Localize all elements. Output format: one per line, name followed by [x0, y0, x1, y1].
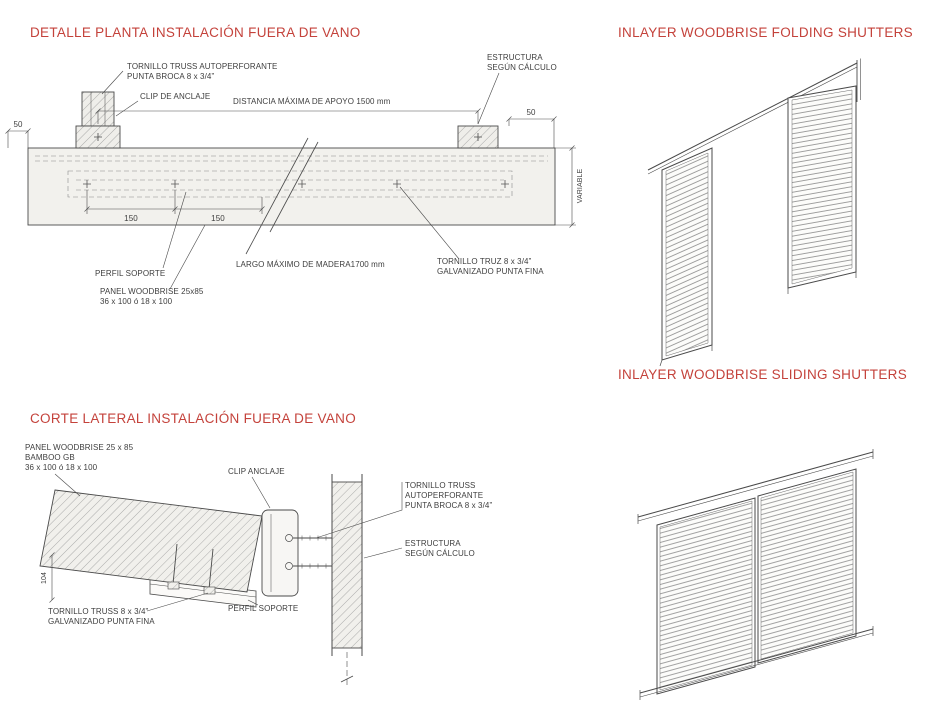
- plan-detail-drawing: TORNILLO TRUSS AUTOPERFORANTE PUNTA BROC…: [5, 53, 584, 306]
- dimension-104: [49, 552, 55, 603]
- top-rail: [647, 58, 861, 175]
- lateral-section-drawing: PANEL WOODBRISE 25 x 85 BAMBOO GB 36 x 1…: [25, 443, 492, 688]
- dim-150-b: 150: [211, 214, 225, 223]
- dim-variable: VARIABLE: [577, 169, 584, 204]
- panel-foot-marks: [659, 272, 857, 367]
- label-truss-line1: TORNILLO TRUSS: [405, 481, 475, 490]
- support-bracket-right: [457, 125, 499, 149]
- sliding-panel-left: [656, 497, 756, 695]
- dim-50-right: 50: [526, 108, 536, 117]
- label-estructura-line2: SEGÚN CÁLCULO: [405, 549, 475, 558]
- label-truz-line1: TORNILLO TRUZ 8 x 3/4”: [437, 257, 532, 266]
- break-line: [245, 137, 319, 255]
- label-panel-line2: 36 x 100 ó 18 x 100: [100, 297, 173, 306]
- label-estructura-line2: SEGÚN CÁLCULO: [487, 63, 557, 72]
- label-truss-line3: PUNTA BROCA 8 x 3/4”: [405, 501, 492, 510]
- plan-detail-title: DETALLE PLANTA INSTALACIÓN FUERA DE VANO: [30, 25, 361, 40]
- folding-title: INLAYER WOODBRISE FOLDING SHUTTERS: [618, 25, 913, 40]
- folding-panel-right: [787, 85, 857, 289]
- sliding-panel-right: [757, 468, 857, 664]
- label-galvanizado-line1: TORNILLO TRUSS 8 x 3/4”: [48, 607, 148, 616]
- clip-anclaje-profile: [261, 509, 299, 597]
- label-perfil-soporte: PERFIL SOPORTE: [95, 269, 165, 278]
- dimension-lines: [5, 108, 576, 228]
- label-tornillo-truss-line2: PUNTA BROCA 8 x 3/4”: [127, 72, 214, 81]
- label-truss-line2: AUTOPERFORANTE: [405, 491, 483, 500]
- dim-50-left: 50: [13, 120, 23, 129]
- screw-marks: [83, 180, 509, 188]
- sliding-shutters-drawing: [637, 449, 874, 700]
- folding-shutters-drawing: [647, 58, 861, 367]
- dim-104-text: 104: [41, 572, 48, 584]
- leader-lines: [54, 473, 403, 612]
- label-galvanizado-line2: GALVANIZADO PUNTA FINA: [48, 617, 155, 626]
- truss-screws-to-structure: [293, 535, 336, 569]
- label-truz-line2: GALVANIZADO PUNTA FINA: [437, 267, 544, 276]
- label-clip-anclaje: CLIP ANCLAJE: [228, 467, 285, 476]
- label-panel-line1: PANEL WOODBRISE 25 x 85: [25, 443, 134, 452]
- folding-panel-left: [661, 147, 713, 361]
- bottom-rail: [639, 626, 874, 700]
- label-estructura-line1: ESTRUCTURA: [405, 539, 461, 548]
- wood-panel-plan: [27, 147, 556, 226]
- wood-panel-section: [39, 489, 263, 593]
- leader-lines: [101, 70, 500, 290]
- label-perfil-soporte: PERFIL SOPORTE: [228, 604, 298, 613]
- label-largo-maximo: LARGO MÁXIMO DE MADERA1700 mm: [236, 260, 385, 269]
- panel-screws: [167, 543, 216, 595]
- label-panel-line1: PANEL WOODBRISE 25x85: [100, 287, 204, 296]
- corte-title: CORTE LATERAL INSTALACIÓN FUERA DE VANO: [30, 411, 357, 426]
- sliding-title: INLAYER WOODBRISE SLIDING SHUTTERS: [618, 367, 907, 382]
- structure-column: [331, 474, 363, 688]
- top-rail: [637, 449, 874, 524]
- label-panel-line3: 36 x 100 ó 18 x 100: [25, 463, 98, 472]
- label-tornillo-truss-line1: TORNILLO TRUSS AUTOPERFORANTE: [127, 62, 278, 71]
- label-panel-line2: BAMBOO GB: [25, 453, 75, 462]
- label-distancia-maxima: DISTANCIA MÁXIMA DE APOYO 1500 mm: [233, 97, 391, 106]
- label-clip-anclaje: CLIP DE ANCLAJE: [140, 92, 210, 101]
- dim-150-a: 150: [124, 214, 138, 223]
- label-estructura-line1: ESTRUCTURA: [487, 53, 543, 62]
